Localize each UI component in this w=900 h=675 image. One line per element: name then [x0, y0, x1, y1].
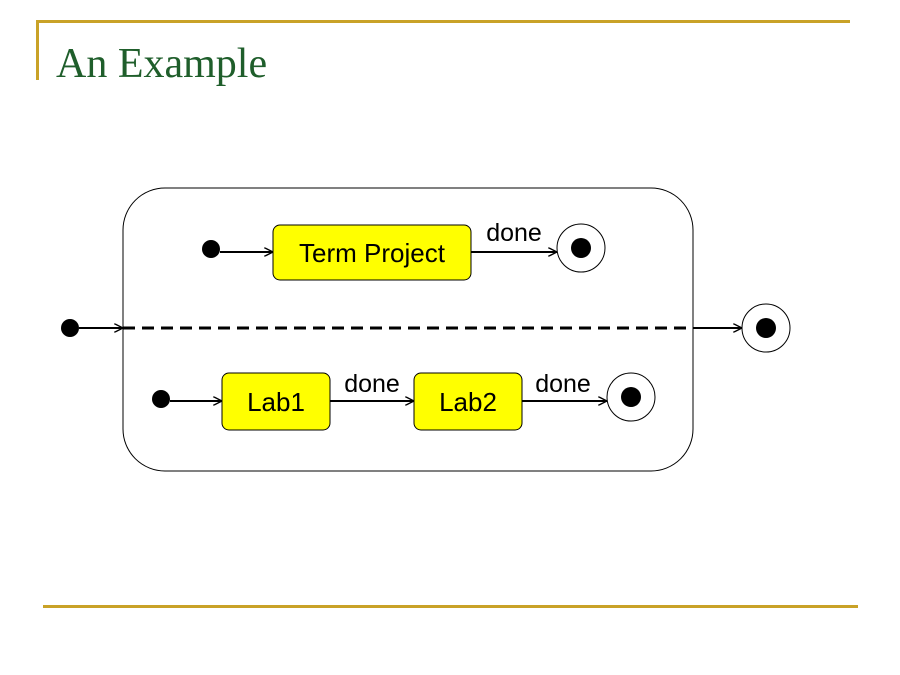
region2-initial-state [152, 390, 170, 408]
footer-accent-rule [43, 605, 858, 608]
state-label-lab2: Lab2 [439, 387, 497, 417]
title-accent-rule [36, 20, 850, 23]
state-term-project: Term Project [272, 224, 472, 281]
transition-label-lab1-done: done [344, 370, 400, 398]
transition-label-lab2-done: done [535, 370, 591, 398]
region2-final-state [606, 372, 656, 422]
state-label-lab1: Lab1 [247, 387, 305, 417]
slide-title: An Example [56, 41, 268, 87]
transition-label-term-project-done: done [486, 219, 542, 247]
state-lab2: Lab2 [413, 372, 523, 431]
title-accent-bar-vertical [36, 20, 39, 80]
region1-final-state [556, 223, 606, 273]
state-lab1: Lab1 [221, 372, 331, 431]
region1-initial-state [202, 240, 220, 258]
outer-final-state [741, 303, 791, 353]
outer-initial-state [61, 319, 79, 337]
state-label-term-project: Term Project [299, 238, 446, 268]
